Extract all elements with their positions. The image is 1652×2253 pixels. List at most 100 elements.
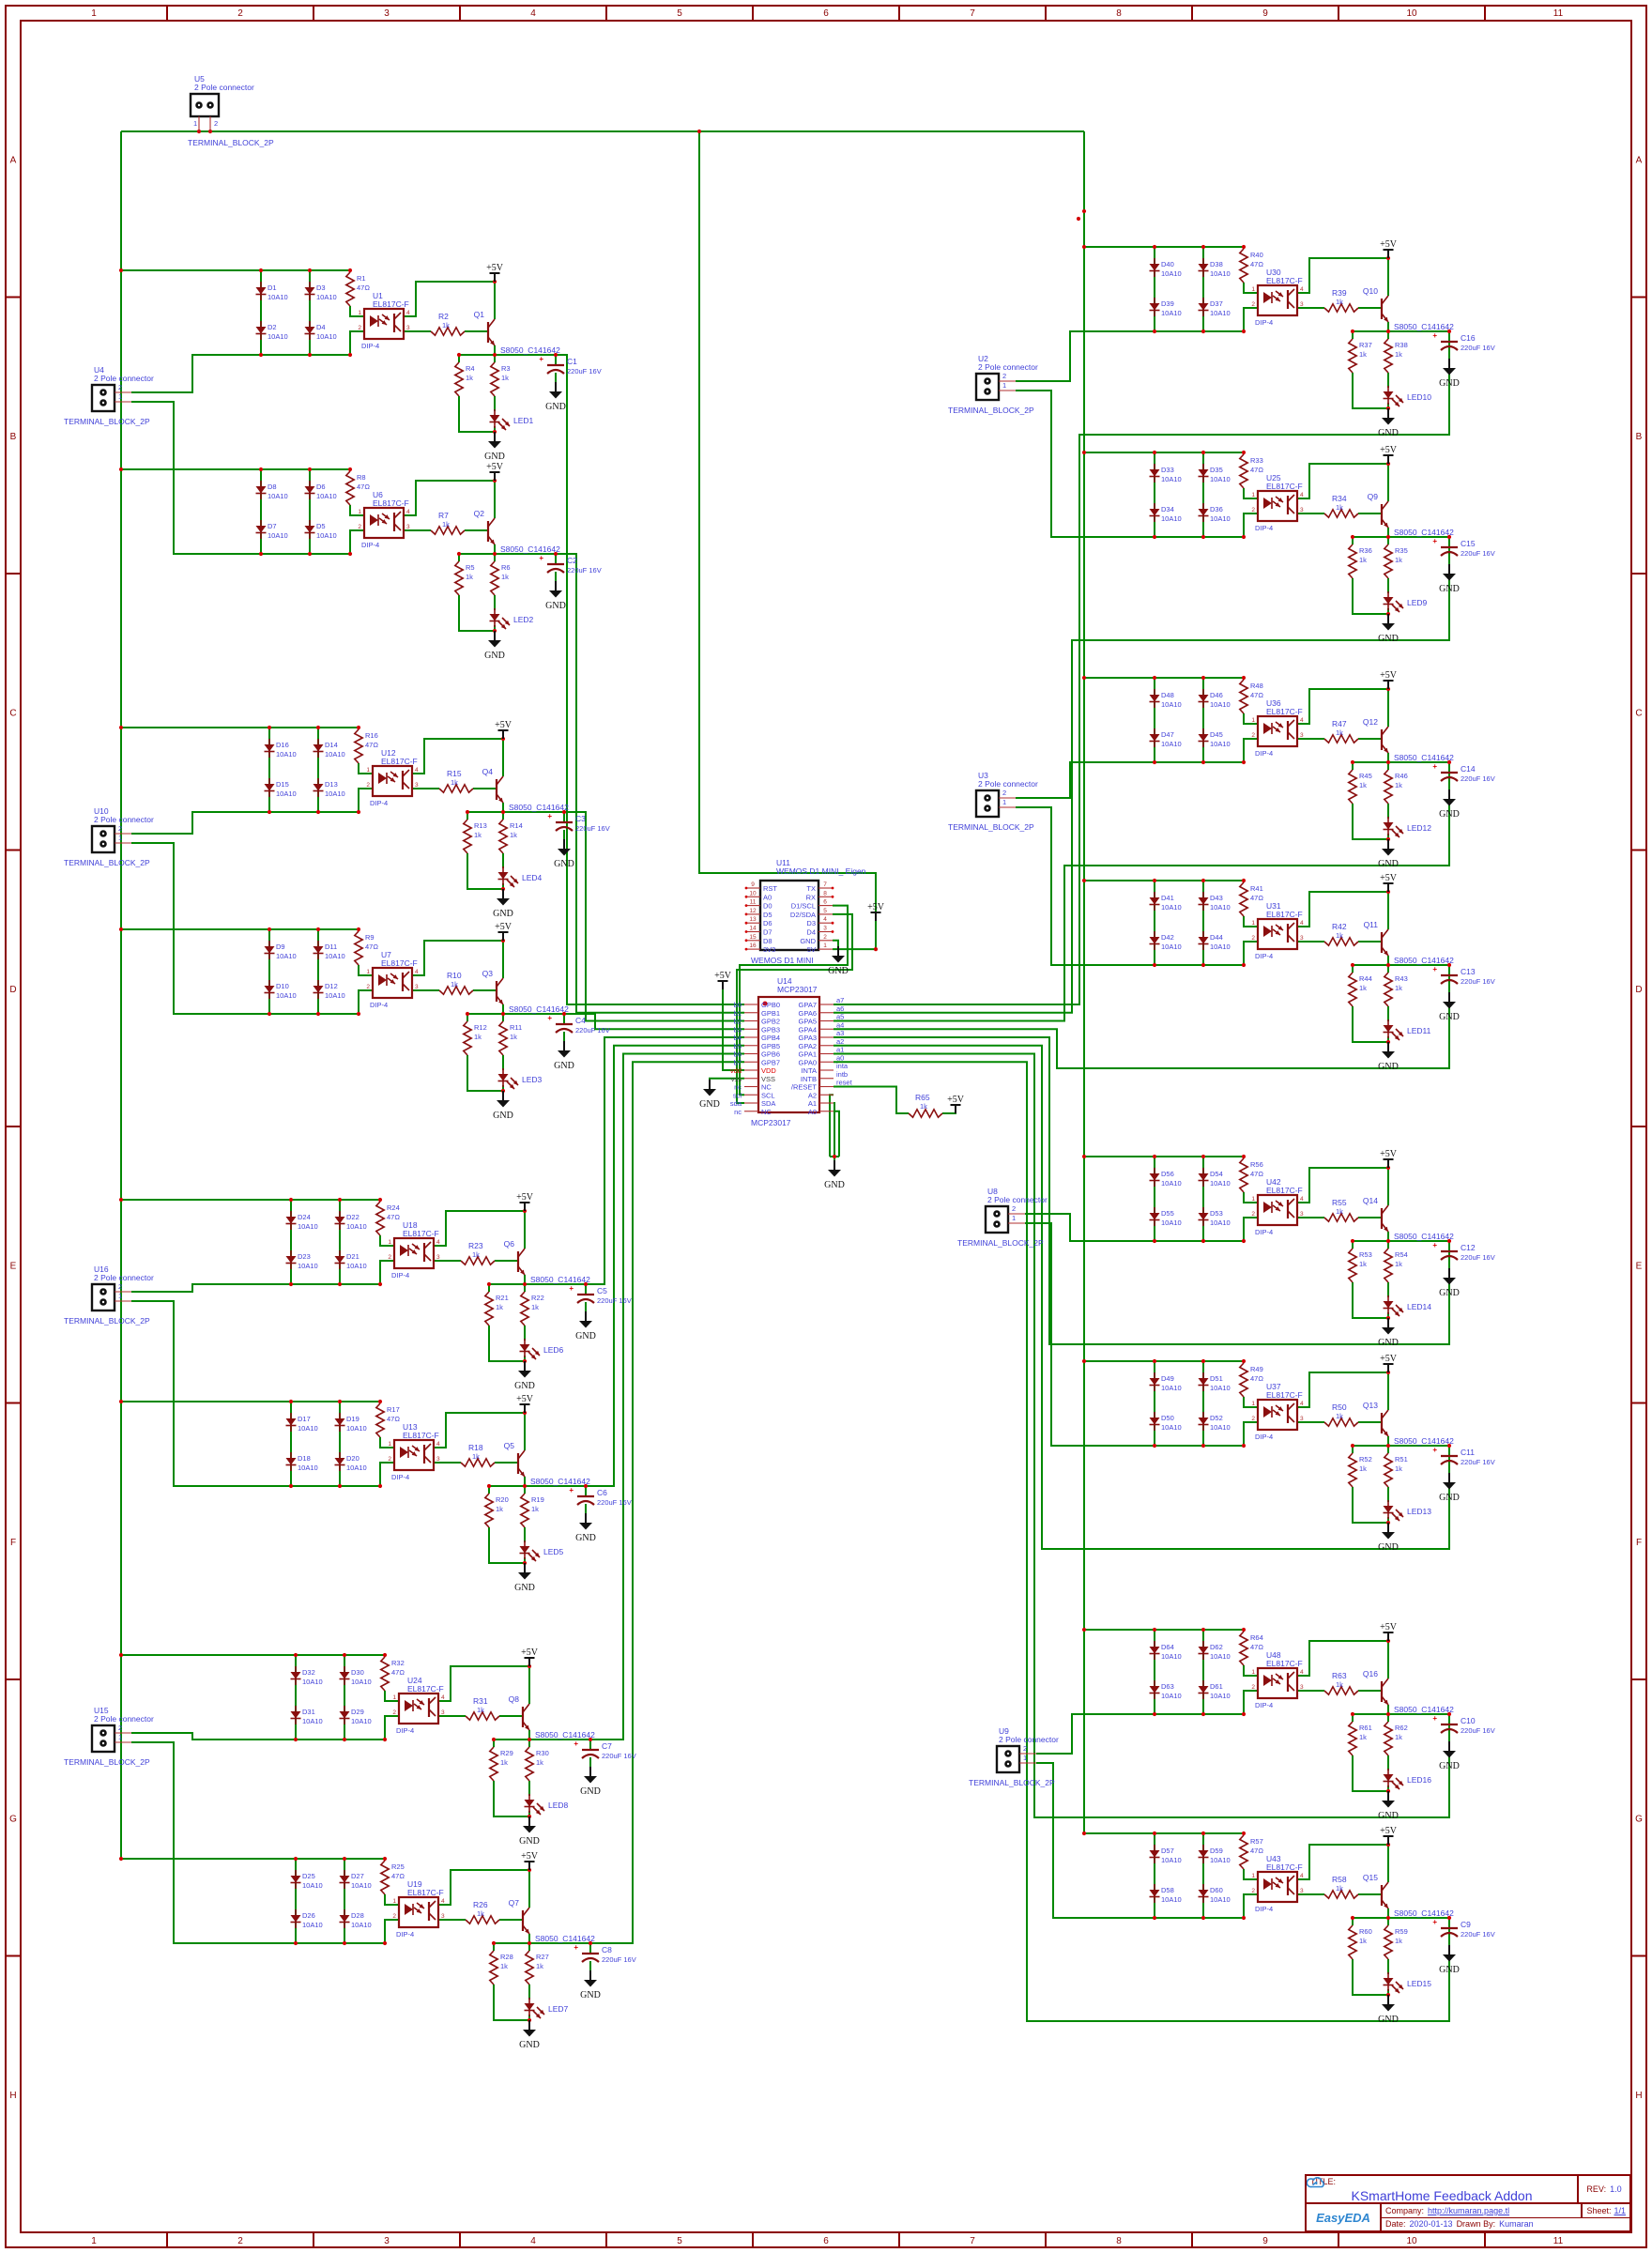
power-flag-5v[interactable]: +5V bbox=[1380, 1354, 1398, 1372]
wire[interactable] bbox=[1243, 1397, 1258, 1408]
gnd-flag[interactable]: GND bbox=[1378, 1995, 1399, 2025]
channel-LED8[interactable]: D3210A10D3010A10D3110A10D2910A10R3247ΩU2… bbox=[290, 1648, 636, 1847]
wire[interactable] bbox=[1243, 1893, 1258, 1918]
wire[interactable] bbox=[358, 763, 373, 774]
wire[interactable] bbox=[739, 904, 849, 1096]
wire[interactable] bbox=[434, 1412, 525, 1448]
power-flag-5v[interactable]: +5V bbox=[486, 263, 504, 282]
gnd-flag[interactable]: GND bbox=[1378, 1523, 1399, 1553]
wire[interactable] bbox=[131, 1741, 282, 1944]
wire[interactable] bbox=[556, 553, 744, 1014]
power-flag-5v[interactable]: +5V bbox=[1380, 1149, 1398, 1168]
wire[interactable] bbox=[412, 940, 503, 976]
wire[interactable] bbox=[1016, 806, 1140, 966]
wire[interactable] bbox=[384, 1691, 399, 1702]
wire[interactable] bbox=[586, 1044, 744, 1487]
led-LED14[interactable]: LED14 bbox=[1383, 1295, 1432, 1317]
power-flag-5v[interactable]: +5V bbox=[495, 720, 512, 739]
wire[interactable] bbox=[834, 1036, 1450, 1345]
wire[interactable] bbox=[349, 529, 364, 554]
wire[interactable] bbox=[358, 788, 373, 812]
wire[interactable] bbox=[379, 1260, 394, 1284]
led-LED7[interactable]: LED7 bbox=[524, 1998, 569, 2019]
wire[interactable] bbox=[1243, 307, 1258, 331]
power-flag-5v[interactable]: +5V bbox=[521, 1851, 539, 1870]
wire[interactable] bbox=[1243, 488, 1258, 499]
gnd-flag[interactable]: GND bbox=[1439, 359, 1460, 389]
wire[interactable] bbox=[1297, 1640, 1388, 1677]
power-flag-5v[interactable]: +5V bbox=[516, 1192, 534, 1211]
gnd-flag[interactable]: GND bbox=[575, 1513, 596, 1543]
wire[interactable] bbox=[131, 1283, 277, 1293]
wire[interactable] bbox=[379, 1462, 394, 1486]
channel-LED14[interactable]: D5610A10D5410A10D5510A10D5310A10R5647ΩU4… bbox=[1149, 1149, 1495, 1348]
gnd-flag[interactable]: GND bbox=[514, 1361, 535, 1391]
power-flag-5v[interactable]: +5V bbox=[495, 922, 512, 941]
channel-LED2[interactable]: D810A10D610A10D710A10D510A10R847ΩU6EL817… bbox=[255, 462, 602, 661]
wire[interactable] bbox=[1352, 1282, 1388, 1319]
wire[interactable] bbox=[736, 912, 853, 1104]
wire[interactable] bbox=[1016, 330, 1140, 382]
channel-LED3[interactable]: D910A10D1110A10D1010A10D1210A10R947ΩU7EL… bbox=[264, 922, 610, 1121]
gnd-flag[interactable]: GND bbox=[824, 1160, 845, 1190]
wire[interactable] bbox=[438, 1869, 529, 1906]
wire[interactable] bbox=[438, 1665, 529, 1702]
wire[interactable] bbox=[131, 1732, 282, 1740]
wire[interactable] bbox=[349, 330, 364, 355]
channel-LED7[interactable]: D2510A10D2710A10D2610A10D2810A10R2547ΩU1… bbox=[290, 1851, 636, 2050]
wire[interactable] bbox=[1352, 578, 1388, 615]
wire[interactable] bbox=[1036, 1713, 1140, 1755]
wire[interactable] bbox=[556, 354, 744, 1005]
wire[interactable] bbox=[1243, 713, 1258, 725]
wire[interactable] bbox=[1243, 738, 1258, 762]
power-flag-5v[interactable]: +5V bbox=[1380, 670, 1398, 689]
gnd-flag[interactable]: GND bbox=[1378, 614, 1399, 644]
wire[interactable] bbox=[1025, 1213, 1140, 1242]
wire[interactable] bbox=[1352, 804, 1388, 840]
wire[interactable] bbox=[131, 811, 255, 835]
